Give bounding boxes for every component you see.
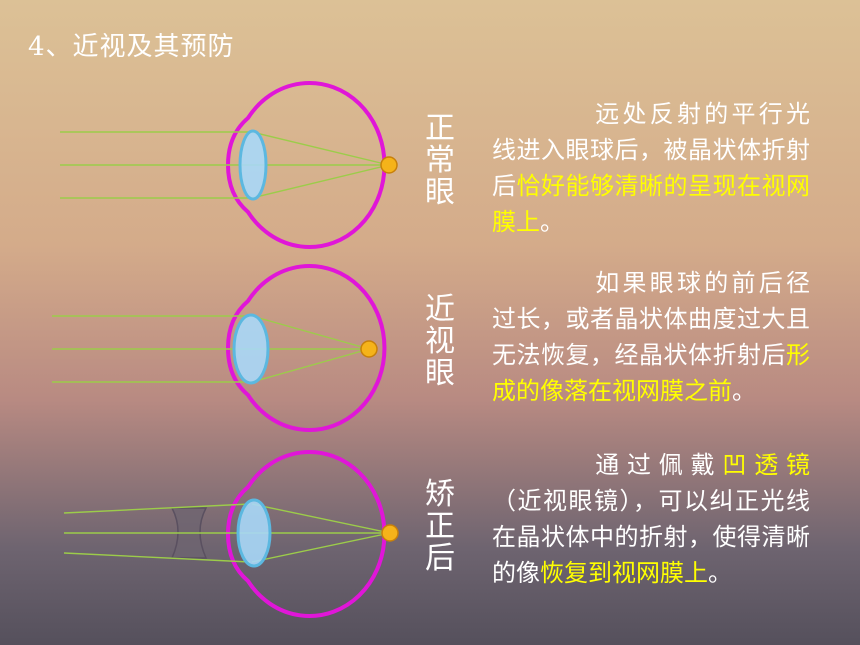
label-myopic-char-2: 视 — [425, 324, 455, 359]
normal-lens — [238, 129, 268, 201]
normal-eye-diagram — [60, 81, 398, 249]
normal-focus-point — [380, 156, 398, 174]
label-corrected-char-2: 正 — [425, 509, 455, 544]
corrected-focus-point — [381, 524, 399, 542]
desc-corrected-eye: 通过佩戴凹透镜 （近视眼镜），可以纠正光线在晶状体中的折射，使得清晰的像恢复到视网… — [492, 447, 810, 591]
desc-normal-highlight: 恰好能够清晰的呈现在视网膜上 — [492, 172, 810, 236]
myopic-refracted-top — [251, 315, 370, 350]
desc-corrected-part-3: 。 — [708, 559, 732, 587]
label-normal-char-2: 常 — [425, 143, 455, 178]
normal-refracted-top — [251, 131, 390, 166]
corrected-ray-top — [63, 503, 251, 514]
myopic-lens — [232, 313, 270, 385]
corrected-ray-bottom — [63, 552, 251, 563]
normal-eyeball — [225, 81, 387, 249]
label-normal-char-1: 正 — [425, 111, 455, 146]
myopic-eyeball — [225, 264, 387, 432]
slide-title: 4、近视及其预防 — [28, 32, 235, 62]
corrected-refracted-bottom — [251, 532, 391, 563]
desc-myopic-part-2: 。 — [732, 377, 756, 405]
label-myopic-eye: 近 视 眼 — [420, 294, 460, 390]
desc-corrected-part-2: （近视眼镜），可以纠正光线在晶状体中的折射，使得清晰的像 — [492, 487, 810, 587]
desc-normal-eye: 远处反射的平行光线进入眼球后，被晶状体折射后恰好能够清晰的呈现在视网膜上。 — [492, 96, 810, 240]
label-myopic-char-3: 眼 — [425, 356, 455, 391]
desc-myopic-part-1: 如果眼球的前后径过长，或者晶状体曲度过大且无法恢复，经晶状体折射后 — [492, 269, 810, 369]
desc-corrected-highlight-1: 凹透镜 — [722, 451, 811, 479]
label-corrected-char-3: 后 — [425, 541, 455, 576]
desc-corrected-highlight-2: 恢复到视网膜上 — [540, 559, 708, 587]
label-normal-eye: 正 常 眼 — [420, 113, 460, 209]
desc-normal-part-2: 。 — [540, 208, 564, 236]
corrected-eye-diagram — [63, 450, 399, 618]
label-myopic-char-1: 近 — [425, 292, 455, 327]
desc-myopic-highlight: 形成的像落在视网膜之前 — [492, 341, 810, 405]
label-corrected-char-1: 矫 — [425, 477, 455, 512]
normal-refracted-bottom — [251, 164, 390, 199]
corrected-eyeball — [225, 450, 387, 618]
corrected-refracted-top — [251, 503, 391, 534]
corrected-lens — [236, 498, 272, 568]
desc-normal-part-1: 远处反射的平行光线进入眼球后，被晶状体折射后 — [492, 100, 810, 200]
myopic-eye-diagram — [52, 264, 387, 432]
desc-corrected-part-1: 通过佩戴 — [595, 451, 723, 479]
myopic-refracted-bottom — [251, 348, 370, 383]
label-corrected-eye: 矫 正 后 — [420, 479, 460, 575]
desc-myopic-eye: 如果眼球的前后径过长，或者晶状体曲度过大且无法恢复，经晶状体折射后形成的像落在视… — [492, 265, 810, 409]
label-normal-char-3: 眼 — [425, 175, 455, 210]
myopic-focus-point — [360, 340, 378, 358]
